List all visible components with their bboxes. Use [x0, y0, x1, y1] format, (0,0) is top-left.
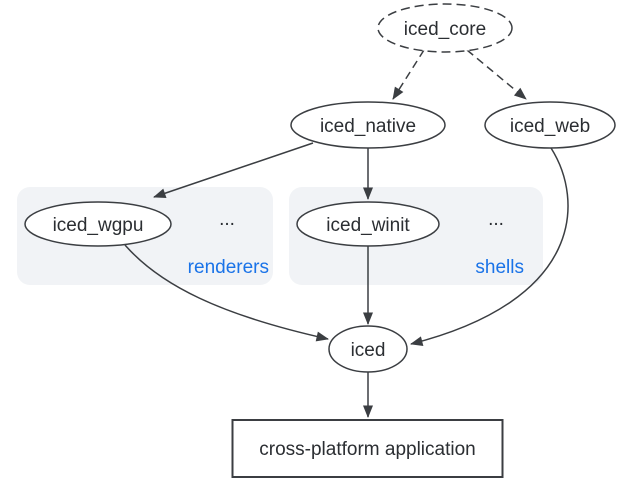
iced-core-label: iced_core: [404, 19, 486, 40]
node-iced-wgpu: iced_wgpu: [24, 201, 172, 247]
iced-ellipse: [328, 325, 408, 373]
edge-iced-native-to-iced-wgpu: [153, 142, 314, 199]
iced-winit-ellipse: [296, 201, 440, 247]
renderers-group-label: renderers: [188, 257, 269, 278]
iced-wgpu-label: iced_wgpu: [53, 215, 144, 236]
node-cross-platform-application: cross-platform application: [231, 419, 504, 478]
iced-native-label: iced_native: [320, 116, 416, 137]
edge-iced-wgpu-to-iced: [124, 244, 329, 342]
node-iced-core: iced_core: [377, 3, 513, 53]
edge-iced-core-to-iced-native: [392, 49, 425, 100]
node-iced-native: iced_native: [290, 101, 446, 149]
node-iced-web: iced_web: [484, 101, 616, 149]
renderers-ellipsis: ...: [219, 209, 235, 230]
iced-web-ellipse: [484, 101, 616, 149]
edge-iced-web-to-iced: [410, 147, 569, 347]
node-iced-winit: iced_winit: [296, 201, 440, 247]
iced-web-label: iced_web: [510, 116, 590, 137]
iced-core-ellipse: [377, 3, 513, 53]
iced-wgpu-ellipse: [24, 201, 172, 247]
iced-winit-label: iced_winit: [326, 215, 410, 236]
edge-iced-core-to-iced-web: [466, 49, 527, 100]
cross-platform-application-box: [231, 419, 504, 478]
shells-ellipsis: ...: [488, 209, 504, 230]
iced-label: iced: [351, 340, 386, 361]
shells-group-label: shells: [475, 257, 524, 278]
node-iced: iced: [328, 325, 408, 373]
iced-native-ellipse: [290, 101, 446, 149]
cross-platform-application-label: cross-platform application: [259, 439, 475, 460]
